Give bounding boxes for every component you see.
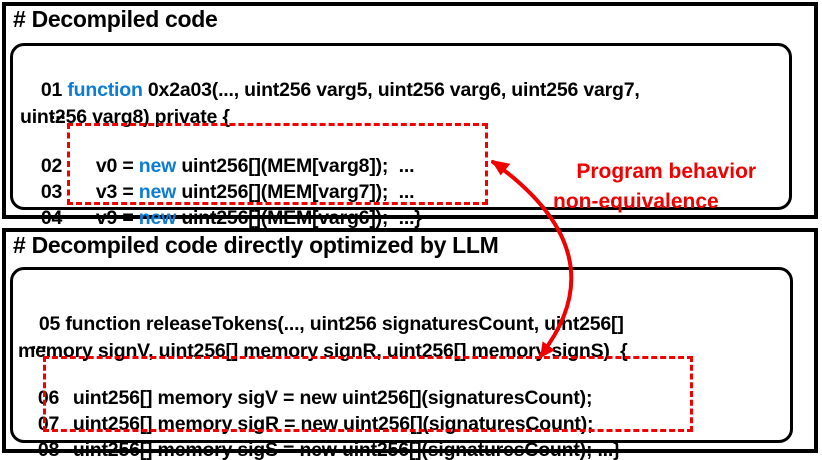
code-text: 05 function releaseTokens(..., uint256 s… — [38, 313, 624, 335]
keyword-new: new — [138, 181, 177, 203]
code-line-08: 08 uint256[] memory sigS = new uint256[](… — [17, 410, 621, 460]
code-text-wrap: uint256 varg8) private { — [20, 106, 230, 128]
line-number: 04 — [40, 207, 63, 229]
code-text: v3 = — [95, 181, 139, 203]
line-number: 08 — [37, 439, 60, 460]
code-text: uint256[](MEM[varg8]); ... — [176, 155, 415, 177]
ellipsis-bottom: ... — [31, 332, 47, 354]
annotation-line-1: Program behavior — [576, 160, 757, 183]
code-line-03: 03 v3 = new uint256[](MEM[varg7]); ... — [20, 152, 415, 233]
code-text: uint256[] memory sigS = new uint256[](si… — [72, 439, 593, 460]
code-text: uint256[](MEM[varg7]); ... — [176, 181, 415, 203]
code-line-01: 01 function 0x2a03(..., uint256 varg5, u… — [20, 50, 640, 158]
keyword-function: function — [67, 79, 143, 101]
keyword-new: new — [138, 155, 177, 177]
line-number: 01 — [40, 79, 68, 101]
decompiled-code-title: # Decompiled code — [13, 6, 218, 32]
code-text: uint256[](MEM[varg6]); ...} — [176, 207, 422, 229]
code-text: v9 = — [95, 207, 139, 229]
keyword-new: new — [138, 207, 177, 229]
code-line-04: 04 v9 = new uint256[](MEM[varg6]); ...} — [20, 178, 422, 259]
code-text: 0x2a03(..., uint256 varg5, uint256 varg6… — [142, 79, 640, 101]
llm-optimized-code-box — [10, 267, 793, 443]
code-line-02: 02 v0 = new uint256[](MEM[varg8]); ... — [20, 126, 415, 207]
code-text: v0 = — [95, 155, 139, 177]
llm-optimized-title: # Decompiled code directly optimized by … — [13, 232, 499, 258]
decompiled-code-box — [10, 43, 792, 210]
annotation-line-2: non-equivalence — [553, 190, 719, 213]
code-text: uint256[] memory sigV = new uint256[](si… — [72, 387, 593, 409]
line-number: 03 — [40, 181, 63, 203]
annotation-label: Program behavior non-equivalence — [553, 127, 756, 247]
code-tail: ...} — [592, 439, 621, 460]
ellipsis-top: ... — [50, 102, 66, 124]
line-number: 02 — [40, 155, 63, 177]
